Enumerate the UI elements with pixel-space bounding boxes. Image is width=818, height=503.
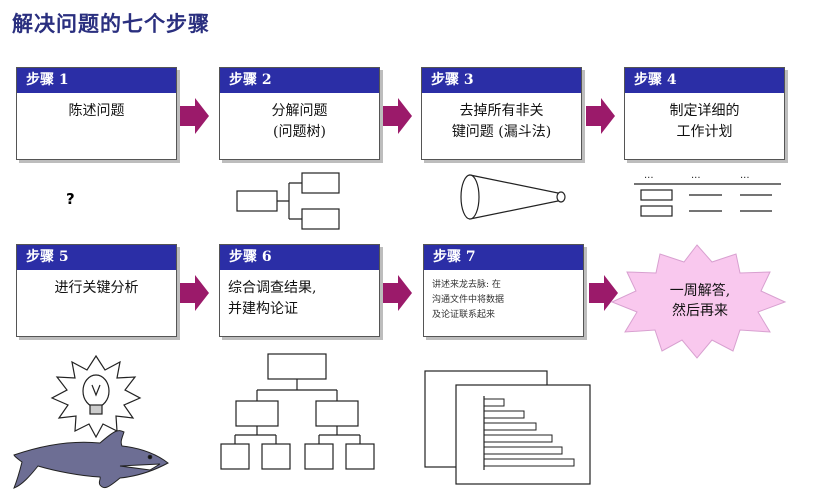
- step-5-text: 进行关键分析: [54, 280, 139, 296]
- work-plan-icon: ... ... ...: [634, 170, 781, 217]
- step-3-text: 去掉所有非关 键问题 (漏斗法): [451, 103, 552, 140]
- step-2-header: 步骤 2: [220, 68, 379, 93]
- step-6-text: 综合调查结果, 并建构论证: [228, 280, 317, 317]
- documents-icon: [424, 370, 591, 485]
- step-3-header: 步骤 3: [422, 68, 581, 93]
- step-5-header: 步骤 5: [17, 245, 176, 270]
- step-7-header: 步骤 7: [424, 245, 583, 270]
- arrow-6-7: [383, 275, 412, 311]
- hierarchy-icon: [220, 353, 375, 470]
- page-title: 解决问题的七个步骤: [12, 11, 210, 36]
- svg-text:...: ...: [740, 170, 750, 181]
- step-1-text: 陈述问题: [68, 103, 125, 119]
- step-2-text: 分解问题 (问题树): [271, 103, 328, 140]
- step-4-text: 制定详细的 工作计划: [669, 103, 740, 140]
- answer-burst: [610, 244, 787, 359]
- step-1-box: 步骤 1 陈述问题: [16, 67, 177, 160]
- svg-text:...: ...: [691, 170, 701, 181]
- step-5-box: 步骤 5 进行关键分析: [16, 244, 177, 337]
- step-7-text: 讲述来龙去脉: 在 沟通文件中将数据 及论证联系起来: [432, 280, 505, 320]
- svg-text:...: ...: [644, 170, 654, 181]
- arrow-7-final: [589, 275, 618, 311]
- step-7-box: 步骤 7 讲述来龙去脉: 在 沟通文件中将数据 及论证联系起来: [423, 244, 584, 337]
- step-6-header: 步骤 6: [220, 245, 379, 270]
- arrow-2-3: [383, 98, 412, 134]
- question-mark: ?: [66, 190, 75, 208]
- step-4-box: 步骤 4 制定详细的 工作计划: [624, 67, 785, 160]
- shark-icon: [13, 430, 169, 489]
- arrow-3-4: [586, 98, 615, 134]
- step-3-box: 步骤 3 去掉所有非关 键问题 (漏斗法): [421, 67, 582, 160]
- funnel-icon: [460, 174, 566, 220]
- step-2-box: 步骤 2 分解问题 (问题树): [219, 67, 380, 160]
- arrow-5-6: [180, 275, 209, 311]
- step-6-box: 步骤 6 综合调查结果, 并建构论证: [219, 244, 380, 337]
- final-answer-text: 一周解答, 然后再来: [669, 283, 731, 319]
- step-4-header: 步骤 4: [625, 68, 784, 93]
- issue-tree-icon: [236, 172, 340, 230]
- step-1-header: 步骤 1: [17, 68, 176, 93]
- lightbulb-icon: [50, 354, 142, 439]
- arrow-1-2: [180, 98, 209, 134]
